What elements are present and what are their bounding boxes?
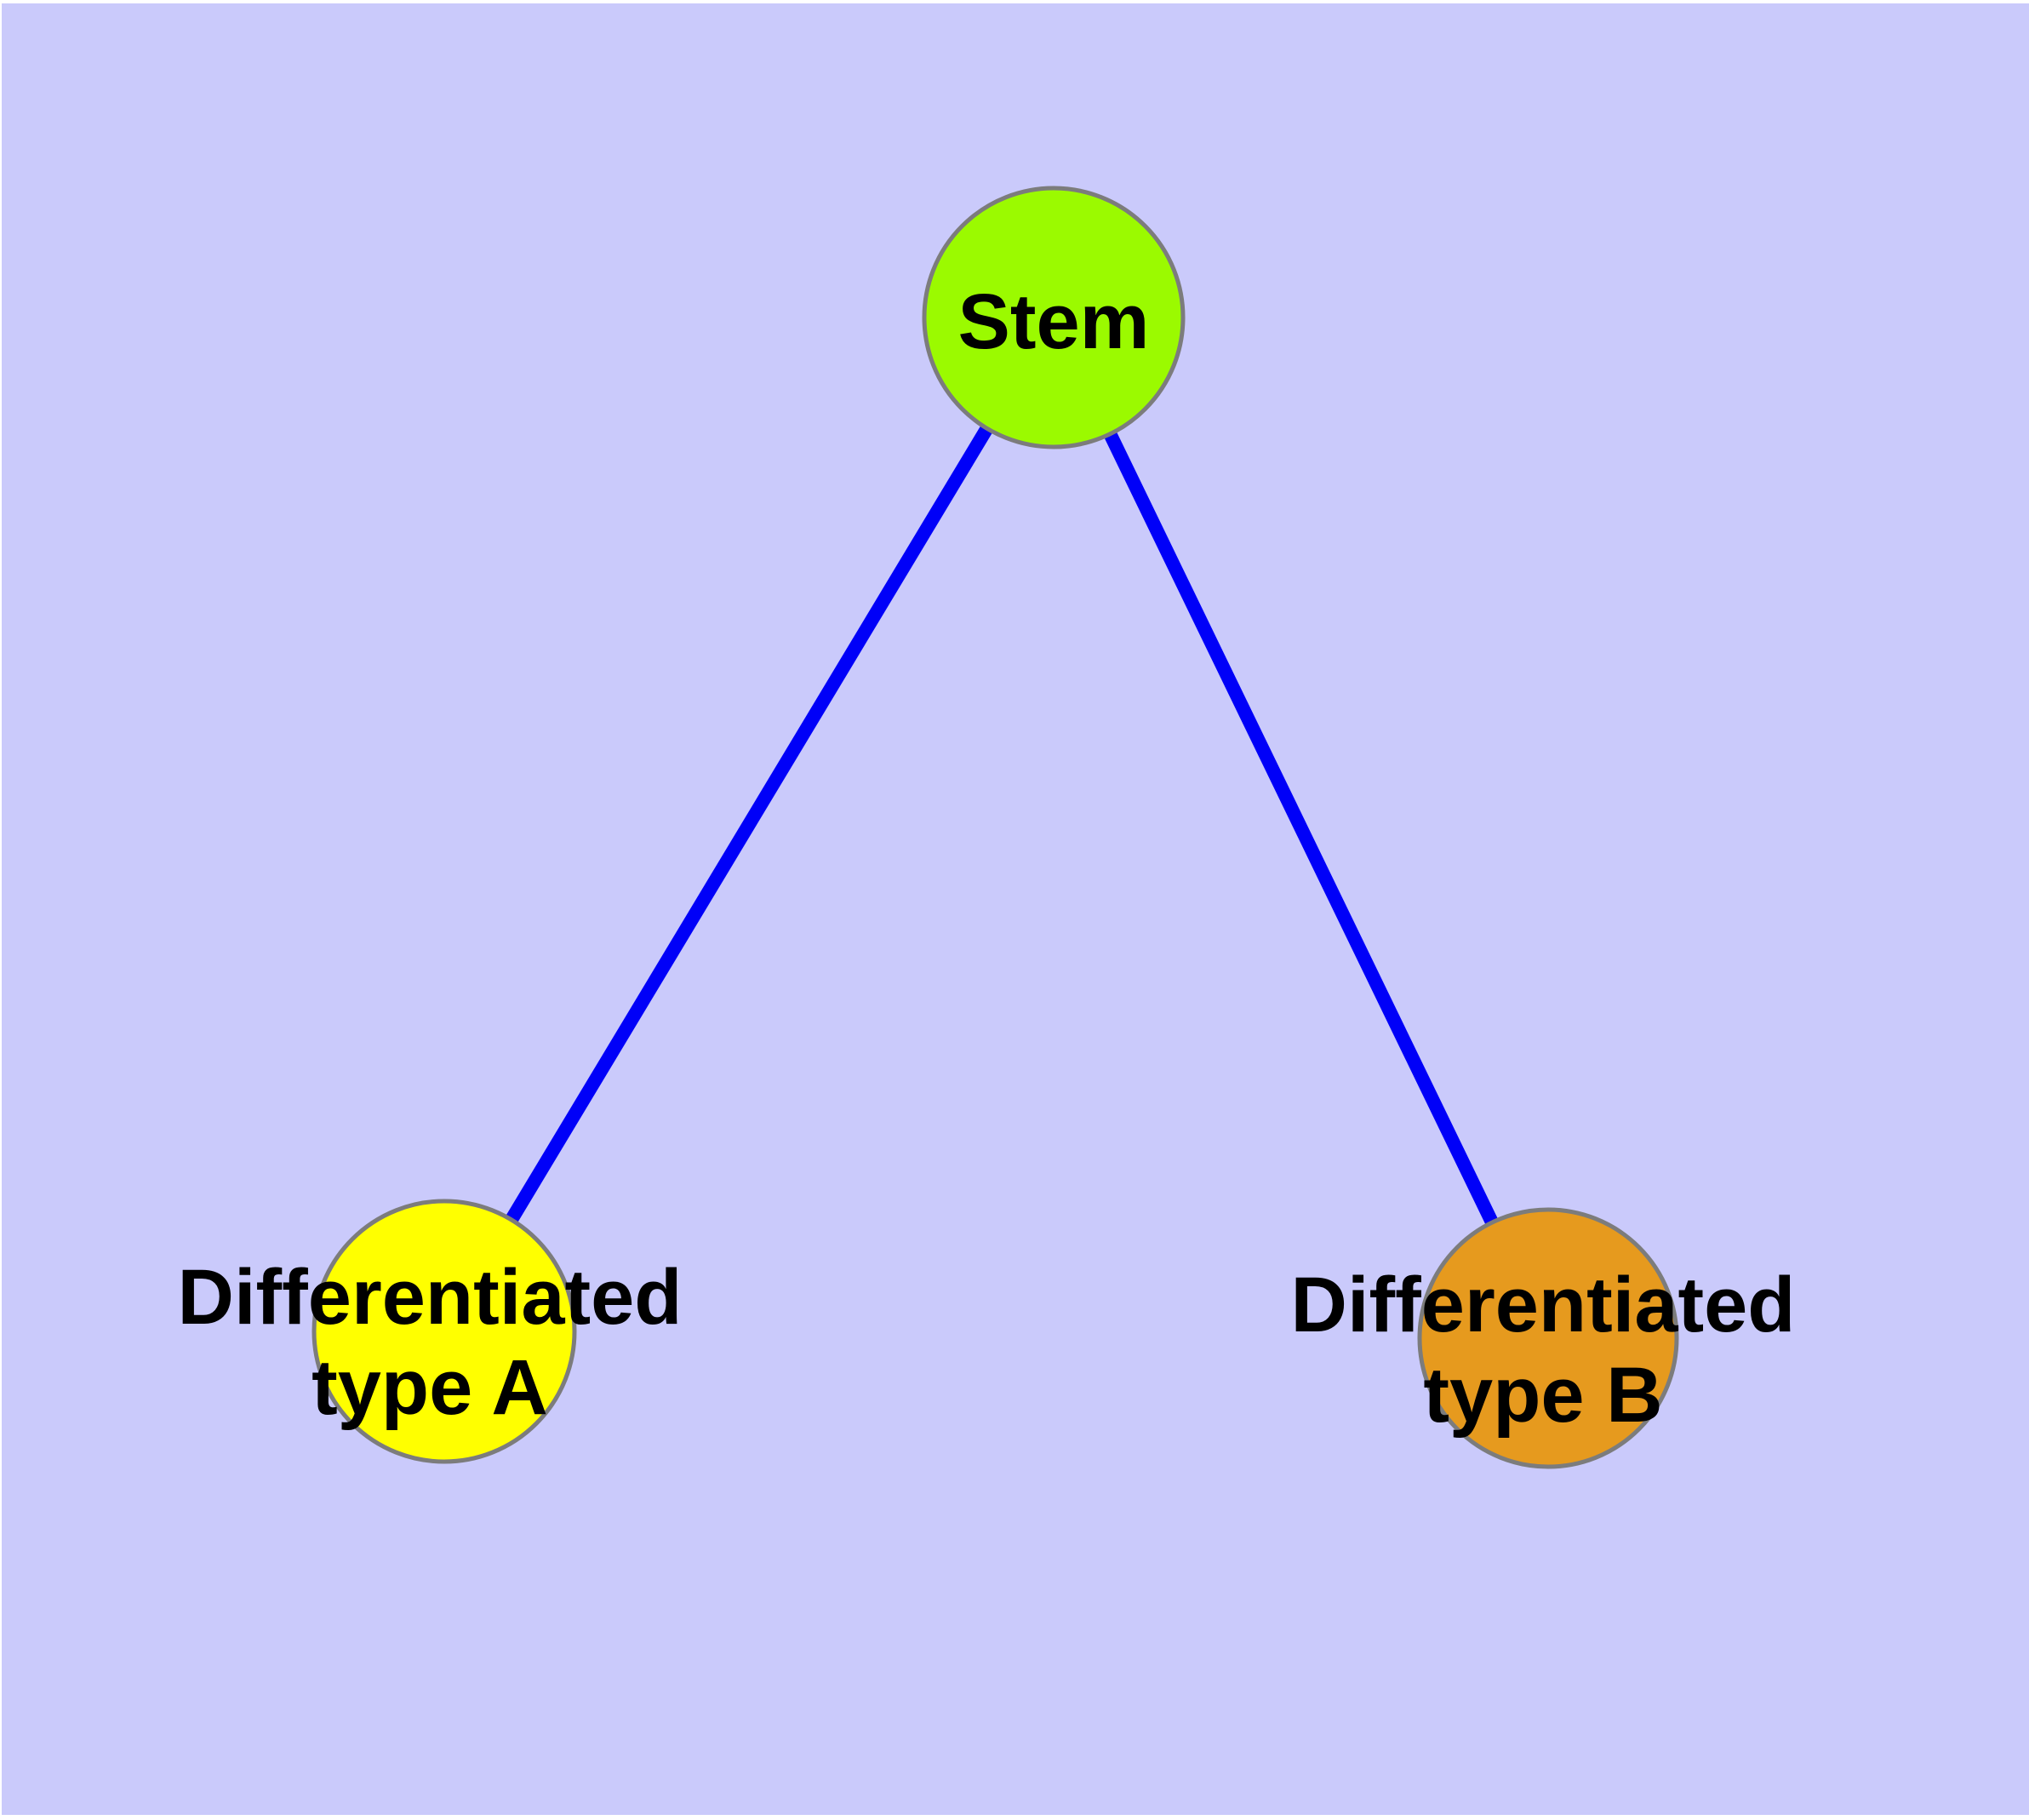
edge-stem-to-type-b [1047,314,1555,1342]
edge-stem-to-type-a [438,313,1060,1336]
stem-node-circle [922,186,1186,449]
type-b-node-circle [1417,1207,1679,1469]
type-a-node-circle [311,1199,577,1464]
